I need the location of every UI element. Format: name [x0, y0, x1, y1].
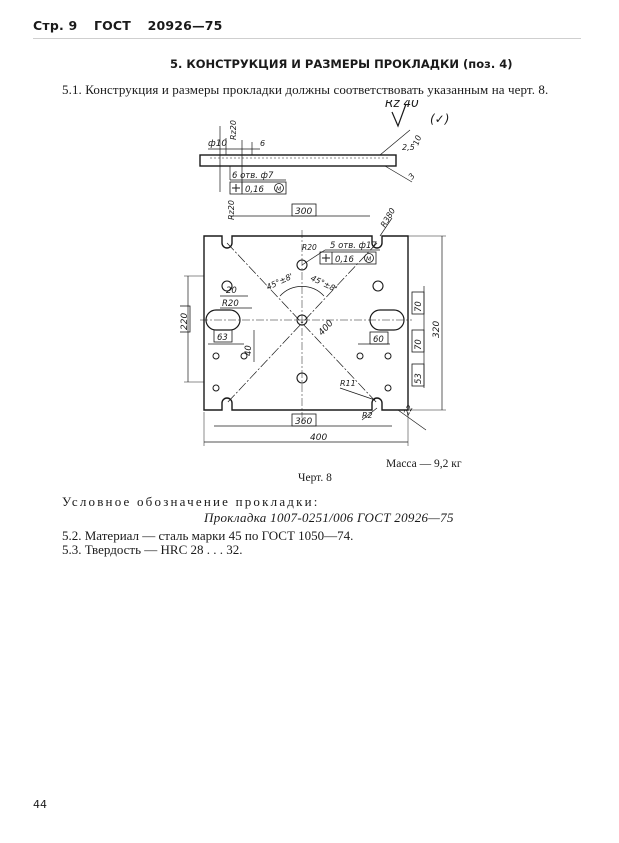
side-view: ф10 Rz20 6 2,5 10 3 6 отв. ф7 0,16 M — [199, 120, 423, 195]
dim-400-diagonal: 400 — [317, 318, 336, 338]
dim-300-group: 300 — [230, 203, 370, 217]
dim-d6: 6 — [260, 139, 265, 148]
dim-2-5: 2,5 — [402, 143, 415, 152]
dim-10: 10 — [411, 134, 423, 147]
plan-view — [200, 230, 412, 418]
page-header: Стр. 9 ГОСТ 20926—75 — [33, 18, 223, 33]
figure-caption: Черт. 8 — [298, 472, 332, 484]
dim-220: 220 — [180, 313, 190, 330]
dim-rz20-top: Rz20 — [229, 120, 238, 140]
dim-20: 20 — [226, 286, 237, 296]
dim-r20-small: R20 — [302, 243, 317, 252]
header-standard: ГОСТ — [93, 18, 132, 33]
dim-300: 300 — [295, 207, 312, 217]
dim-60: 60 — [373, 335, 384, 345]
dim-400: 400 — [310, 433, 327, 443]
roughness-symbol: Rz 40 (✓) — [385, 100, 449, 128]
tolerance-17: 0,16 — [335, 255, 355, 265]
dim-40: 40 — [244, 345, 254, 356]
paragraph-5-2: 5.2. Материал — сталь марки 45 по ГОСТ 1… — [62, 528, 354, 543]
header-page: Стр. 9 — [33, 18, 78, 33]
dim-70-b: 70 — [414, 339, 424, 350]
header-number: 20926—75 — [147, 18, 223, 33]
paragraph-5-3: 5.3. Твердость — HRC 28 . . . 32. — [62, 542, 243, 557]
page-number: 44 — [33, 798, 47, 811]
dim-r11: R11 — [340, 379, 356, 388]
section-title: 5. КОНСТРУКЦИЯ И РАЗМЕРЫ ПРОКЛАДКИ (поз.… — [170, 57, 513, 71]
dim-53: 53 — [414, 373, 424, 384]
dim-360: 360 — [295, 417, 312, 427]
paragraph-5-1: 5.1. Конструкция и размеры прокладки дол… — [62, 82, 549, 97]
callout-5-holes-group: 5 отв. ф17 0,16 M — [301, 241, 380, 266]
header-rule — [33, 38, 581, 39]
dim-r20: R20 — [222, 299, 239, 309]
dim-320: 320 — [432, 321, 442, 338]
technical-drawing: Rz 40 (✓) ф10 Rz20 6 2,5 10 3 6 отв. ф7 — [180, 100, 449, 446]
dim-3: 3 — [407, 172, 417, 182]
callout-5-holes: 5 отв. ф17 — [330, 241, 377, 251]
dim-rz20-side: Rz20 — [227, 200, 236, 220]
m-symbol-2: M — [366, 256, 372, 263]
m-symbol-1: M — [276, 186, 282, 193]
dim-22: 22 — [402, 404, 415, 417]
dim-63: 63 — [217, 333, 228, 343]
dim-angle-2: 45°±8' — [309, 274, 338, 294]
tolerance-7: 0,16 — [245, 185, 265, 195]
dim-r380: R380 — [379, 206, 397, 229]
dim-d10: ф10 — [208, 139, 227, 149]
designation-value: Прокладка 1007-0251/006 ГОСТ 20926—75 — [204, 510, 454, 525]
dim-r2: R2 — [362, 411, 373, 420]
mass-note: Масса — 9,2 кг — [386, 458, 462, 470]
roughness-paren: (✓) — [430, 112, 449, 126]
callout-6-holes: 6 отв. ф7 — [232, 171, 274, 181]
dim-70-a: 70 — [414, 301, 424, 312]
designation-label: Условное обозначение прокладки: — [62, 494, 320, 509]
roughness-label: Rz 40 — [385, 100, 419, 110]
